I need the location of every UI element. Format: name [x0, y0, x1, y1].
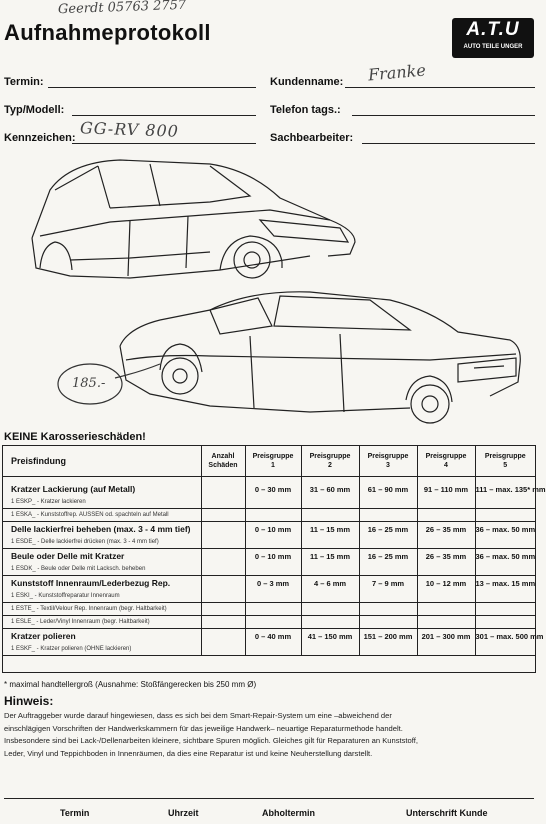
- handwritten-price: 185.-: [72, 376, 106, 391]
- logo-sub-text: AUTO TEILE UNGER: [463, 44, 523, 50]
- kundenname-label: Kundenname:: [270, 76, 344, 88]
- signature-abholtermin: Abholtermin: [262, 808, 315, 818]
- signature-uhrzeit: Uhrzeit: [168, 808, 199, 818]
- signature-unterschrift: Unterschrift Kunde: [406, 808, 488, 818]
- kennzeichen-field[interactable]: [72, 143, 256, 144]
- top-handwritten-note: Geerdt 05763 2757: [57, 0, 187, 18]
- anzahl-cell[interactable]: [200, 521, 245, 536]
- footnote: * maximal handtellergroß (Ausnahme: Stoß…: [4, 680, 257, 689]
- handwritten-damage-mark: [57, 363, 161, 405]
- termin-label: Termin:: [4, 76, 44, 88]
- kennzeichen-value: GG-RV 800: [79, 118, 180, 141]
- car-damage-diagram: [31, 159, 521, 424]
- page-title: Aufnahmeprotokoll: [4, 20, 211, 45]
- kundenname-value: Franke: [367, 60, 427, 85]
- car-front-view: [31, 159, 356, 279]
- table-row: Kratzer Lackierung (auf Metall) 0 – 30 m…: [11, 482, 546, 496]
- table-row: Delle lackierfrei beheben (max. 3 - 4 mm…: [3, 521, 535, 536]
- sachbearbeiter-label: Sachbearbeiter:: [270, 132, 354, 144]
- anzahl-cell[interactable]: [200, 575, 245, 590]
- typ-modell-field[interactable]: [72, 115, 256, 116]
- signature-termin: Termin: [60, 808, 90, 818]
- keine-schaeden-note: KEINE Karosserieschäden!: [4, 431, 146, 443]
- kundenname-field[interactable]: [345, 87, 535, 88]
- sachbearbeiter-field[interactable]: [362, 143, 535, 144]
- signature-line: [4, 798, 534, 799]
- header-preisfindung: Preisfindung: [3, 446, 201, 477]
- telefon-label: Telefon tags.:: [270, 104, 341, 116]
- typ-modell-label: Typ/Modell:: [4, 104, 65, 116]
- anzahl-cell[interactable]: [200, 628, 245, 643]
- telefon-field[interactable]: [352, 115, 535, 116]
- anzahl-cell[interactable]: [200, 548, 245, 563]
- termin-field[interactable]: [48, 87, 256, 88]
- atu-logo: A.T.U AUTO TEILE UNGER: [452, 18, 534, 58]
- car-rear-view: [119, 291, 521, 424]
- table-row: Kunststoff Innenraum/Lederbezug Rep. 0 –…: [3, 575, 535, 590]
- kennzeichen-label: Kennzeichen:: [4, 132, 76, 144]
- hinweis-text: Der Auftraggeber wurde darauf hingewiese…: [4, 711, 418, 758]
- anzahl-cell[interactable]: [200, 482, 245, 496]
- hinweis-title: Hinweis:: [4, 694, 54, 708]
- logo-main-text: A.T.U: [466, 19, 520, 40]
